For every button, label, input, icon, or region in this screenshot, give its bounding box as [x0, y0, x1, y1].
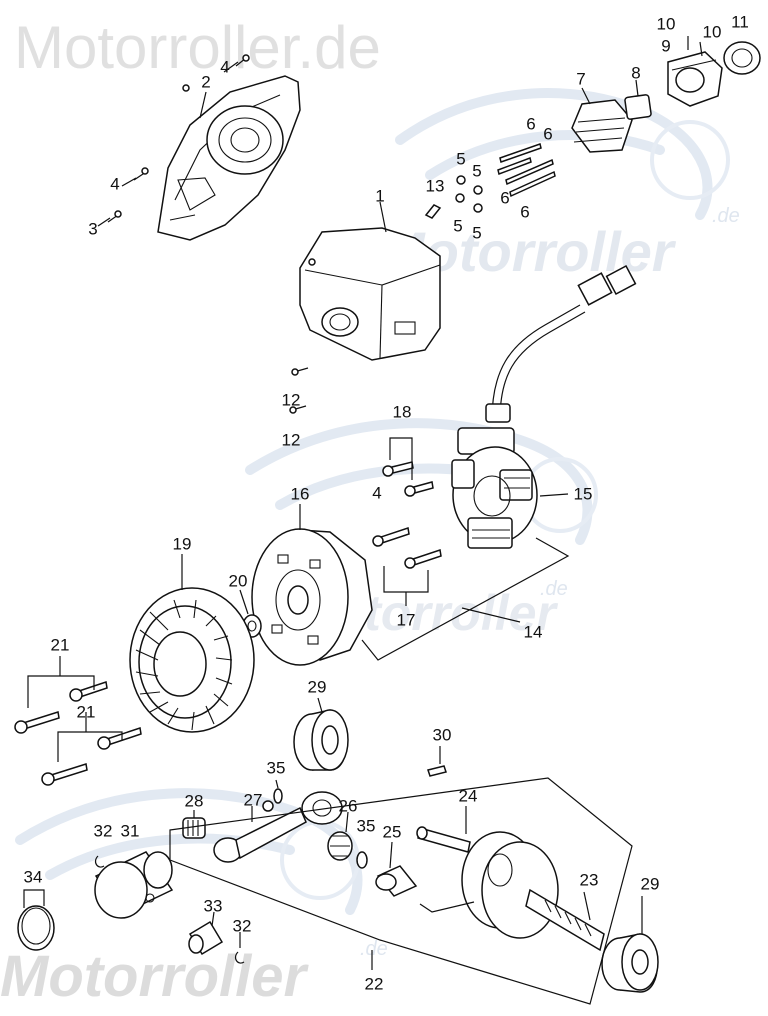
callout-6b: 6	[543, 124, 553, 144]
flywheel-rotor	[251, 528, 373, 666]
callout-3: 3	[88, 219, 98, 239]
callout-17: 17	[396, 610, 416, 630]
watermark-bottom: Motorroller	[0, 944, 307, 1009]
piston-pin-clip-upper	[94, 855, 105, 868]
connecting-rod	[213, 791, 343, 863]
callout-29a: 29	[307, 677, 327, 697]
callout-14: 14	[523, 622, 543, 642]
engine-shroud	[299, 227, 441, 361]
woodruff-key	[427, 765, 447, 777]
callout-5d: 5	[472, 223, 482, 243]
cover-screws	[107, 54, 250, 223]
cooling-fan	[129, 587, 255, 733]
crank-pin	[375, 865, 418, 897]
bearing-lower	[601, 933, 659, 993]
shroud-screws	[289, 367, 309, 414]
fan-bolts	[14, 681, 142, 786]
callout-32a: 32	[93, 821, 113, 841]
piston	[94, 851, 174, 919]
callout-25: 25	[382, 822, 402, 842]
callout-18: 18	[392, 402, 412, 422]
callout-6c: 6	[500, 188, 510, 208]
needle-bearing-large	[327, 831, 353, 861]
callout-6d: 6	[520, 202, 530, 222]
cylinder-studs	[687, 36, 703, 57]
watermark-de-2: .de	[540, 578, 568, 600]
bearing-upper	[293, 709, 349, 771]
leader-lines	[23, 61, 643, 1005]
callout-22: 22	[364, 974, 384, 994]
callout-23: 23	[579, 870, 599, 890]
piston-pin	[188, 920, 224, 956]
watermark-de-3: .de	[360, 938, 388, 960]
cylinder-head	[571, 99, 633, 153]
callout-31: 31	[120, 821, 140, 841]
callout-30: 30	[432, 725, 452, 745]
piston-pin-clip-lower	[234, 951, 245, 964]
watermark-top: Motorroller.de	[14, 14, 381, 81]
callout-21a: 21	[50, 635, 70, 655]
callout-27: 27	[243, 790, 263, 810]
callout-24: 24	[458, 786, 478, 806]
spark-plug	[424, 204, 442, 219]
callout-5c: 5	[453, 216, 463, 236]
callout-32b: 32	[232, 916, 252, 936]
callout-19: 19	[172, 534, 192, 554]
callout-4c: 4	[372, 483, 382, 503]
callout-15: 15	[573, 484, 593, 504]
long-studs	[497, 143, 556, 198]
callout-2: 2	[201, 72, 211, 92]
callout-6a: 6	[526, 114, 536, 134]
callout-21b: 21	[76, 702, 96, 722]
callout-5b: 5	[472, 161, 482, 181]
callout-7: 7	[576, 69, 586, 89]
piston-rings	[17, 905, 55, 951]
head-gasket	[624, 94, 652, 120]
callout-35b: 35	[356, 816, 376, 836]
callout-8: 8	[631, 63, 641, 83]
callout-11: 11	[731, 12, 749, 32]
watermark-de-1: .de	[712, 205, 740, 227]
callout-4b: 4	[110, 174, 120, 194]
callout-16: 16	[290, 484, 310, 504]
callout-5a: 5	[456, 149, 466, 169]
stator-screws	[372, 461, 442, 569]
callout-1: 1	[375, 186, 385, 206]
stator-coil	[451, 264, 637, 549]
thrust-washer-upper	[273, 788, 283, 804]
callout-10a: 10	[656, 14, 676, 34]
callout-34: 34	[23, 867, 43, 887]
callout-13: 13	[425, 176, 445, 196]
callout-4a: 4	[220, 57, 230, 77]
fan-cover-shroud	[157, 75, 301, 241]
base-gasket	[723, 41, 761, 75]
cylinder	[667, 51, 723, 107]
callout-10b: 10	[702, 22, 722, 42]
callout-12a: 12	[281, 390, 301, 410]
crankshaft	[416, 826, 605, 952]
callout-26: 26	[338, 796, 358, 816]
callout-29b: 29	[640, 874, 660, 894]
callout-35a: 35	[266, 758, 286, 778]
nuts	[455, 175, 483, 213]
callout-9: 9	[661, 36, 671, 56]
callout-33: 33	[203, 896, 223, 916]
callout-20: 20	[228, 571, 248, 591]
callout-28: 28	[184, 791, 204, 811]
thrust-washer-lower	[356, 851, 368, 869]
callout-12b: 12	[281, 430, 301, 450]
